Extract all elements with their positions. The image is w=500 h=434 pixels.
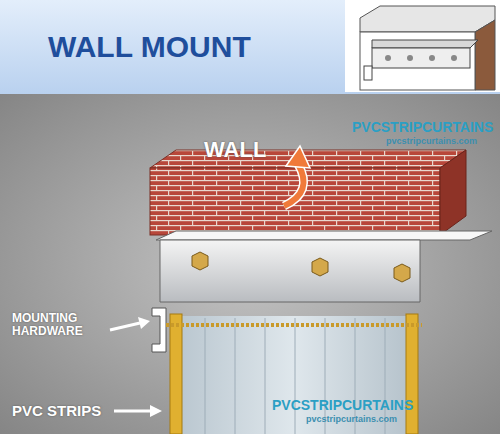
wall-pointer-arrow (284, 146, 310, 206)
watermark: PVCSTRIPCURTAINS (272, 398, 413, 413)
watermark-url: pvcstripcurtains.com (386, 137, 477, 147)
leader-arrow (114, 405, 162, 417)
watermark-url: pvcstripcurtains.com (306, 415, 397, 425)
leader-arrow (110, 317, 150, 330)
watermark: PVCSTRIPCURTAINS (352, 120, 493, 135)
pvc-strips (166, 314, 422, 434)
inset-sketch (345, 0, 500, 92)
title-band (0, 0, 500, 94)
title-text: WALL MOUNT (48, 30, 251, 63)
wall-label: WALL (204, 138, 266, 162)
part-label: PVC STRIPS (12, 403, 101, 420)
part-label: MOUNTING HARDWARE (12, 312, 108, 338)
ground (0, 94, 500, 434)
